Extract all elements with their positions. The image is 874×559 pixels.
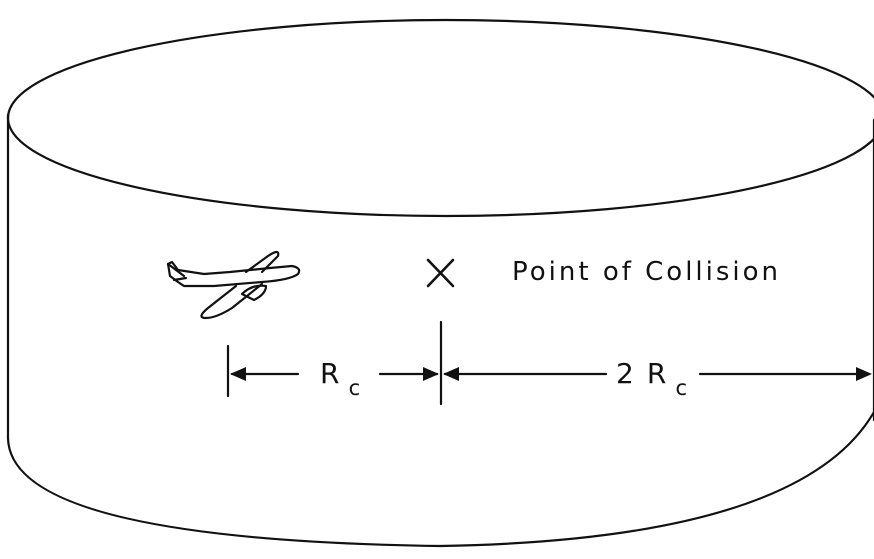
radius-label-symbol: R — [320, 357, 339, 390]
double-radius-arrowhead-left — [443, 367, 459, 381]
double-radius-label-coefficient: 2 — [616, 357, 634, 390]
cylinder-top-ellipse — [7, 18, 874, 218]
double-radius-label: 2 R c — [616, 357, 687, 400]
double-radius-label-symbol: R — [647, 357, 666, 390]
double-radius-label-subscript: c — [675, 376, 687, 400]
radius-label-subscript: c — [349, 376, 361, 400]
collision-label: Point of Collision — [512, 257, 781, 287]
radius-arrowhead-left — [230, 367, 246, 381]
airplane-icon — [166, 250, 301, 320]
radius-label: R c — [320, 357, 360, 400]
radius-arrowhead-right — [423, 367, 439, 381]
cylinder-bottom-curve — [6, 410, 874, 548]
double-radius-arrowhead-right — [856, 367, 872, 381]
x-mark-icon — [426, 258, 455, 288]
